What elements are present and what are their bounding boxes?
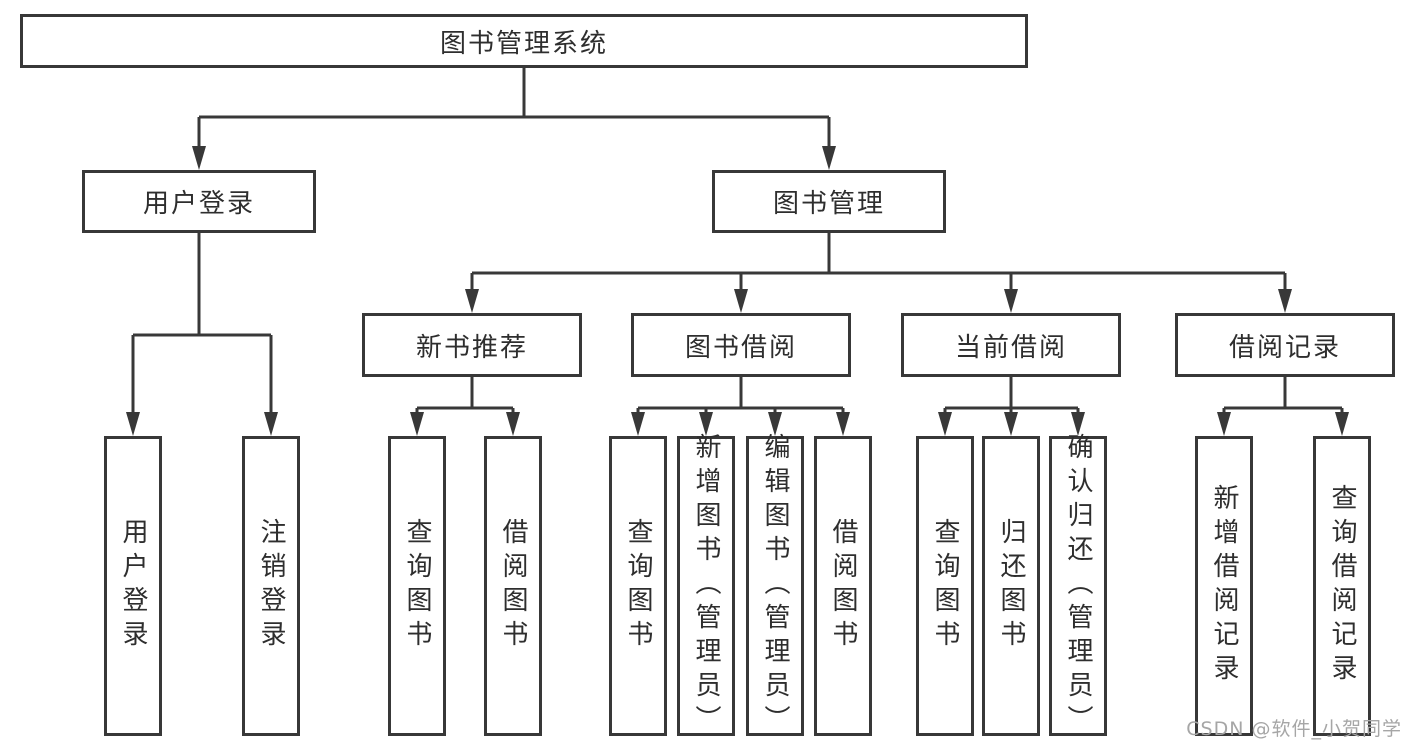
node-borrow-record-label: 借阅记录 bbox=[1228, 332, 1341, 363]
node-current-borrow-label: 当前借阅 bbox=[954, 332, 1067, 363]
node-current-borrow: 当前借阅 bbox=[901, 313, 1121, 377]
node-new-book-recommend: 新书推荐 bbox=[362, 313, 582, 377]
leaf-logout: 注销登录 bbox=[242, 436, 300, 736]
node-root-system: 图书管理系统 bbox=[20, 14, 1028, 68]
leaf-bb-borrow-book: 借阅图书 bbox=[814, 436, 872, 736]
leaf-cb-query-book: 查询图书 bbox=[916, 436, 974, 736]
node-book-borrow: 图书借阅 bbox=[631, 313, 851, 377]
leaf-br-add-record: 新增借阅记录 bbox=[1195, 436, 1253, 736]
node-user-login-label: 用户登录 bbox=[142, 189, 255, 219]
csdn-watermark: CSDN @软件_小贺同学 bbox=[1186, 718, 1402, 740]
node-borrow-record: 借阅记录 bbox=[1175, 313, 1395, 377]
leaf-nbr-borrow-book: 借阅图书 bbox=[484, 436, 542, 736]
leaf-bb-add-book-admin: 新增图书（管理员） bbox=[677, 433, 735, 739]
node-book-borrow-label: 图书借阅 bbox=[684, 332, 797, 363]
node-book-management: 图书管理 bbox=[712, 170, 946, 233]
leaf-user-login: 用户登录 bbox=[104, 436, 162, 736]
leaf-cb-confirm-return-admin: 确认归还（管理员） bbox=[1049, 433, 1107, 739]
leaf-bb-query-book: 查询图书 bbox=[609, 436, 667, 736]
leaf-br-query-record: 查询借阅记录 bbox=[1313, 436, 1371, 736]
node-new-book-recommend-label: 新书推荐 bbox=[415, 332, 528, 363]
node-book-management-label: 图书管理 bbox=[772, 189, 885, 219]
leaf-bb-edit-book-admin: 编辑图书（管理员） bbox=[746, 433, 804, 739]
leaf-nbr-query-book: 查询图书 bbox=[388, 436, 446, 736]
node-root-label: 图书管理系统 bbox=[439, 28, 608, 59]
arrowheads bbox=[126, 146, 1349, 436]
leaf-cb-return-book: 归还图书 bbox=[982, 436, 1040, 736]
node-user-login: 用户登录 bbox=[82, 170, 316, 233]
